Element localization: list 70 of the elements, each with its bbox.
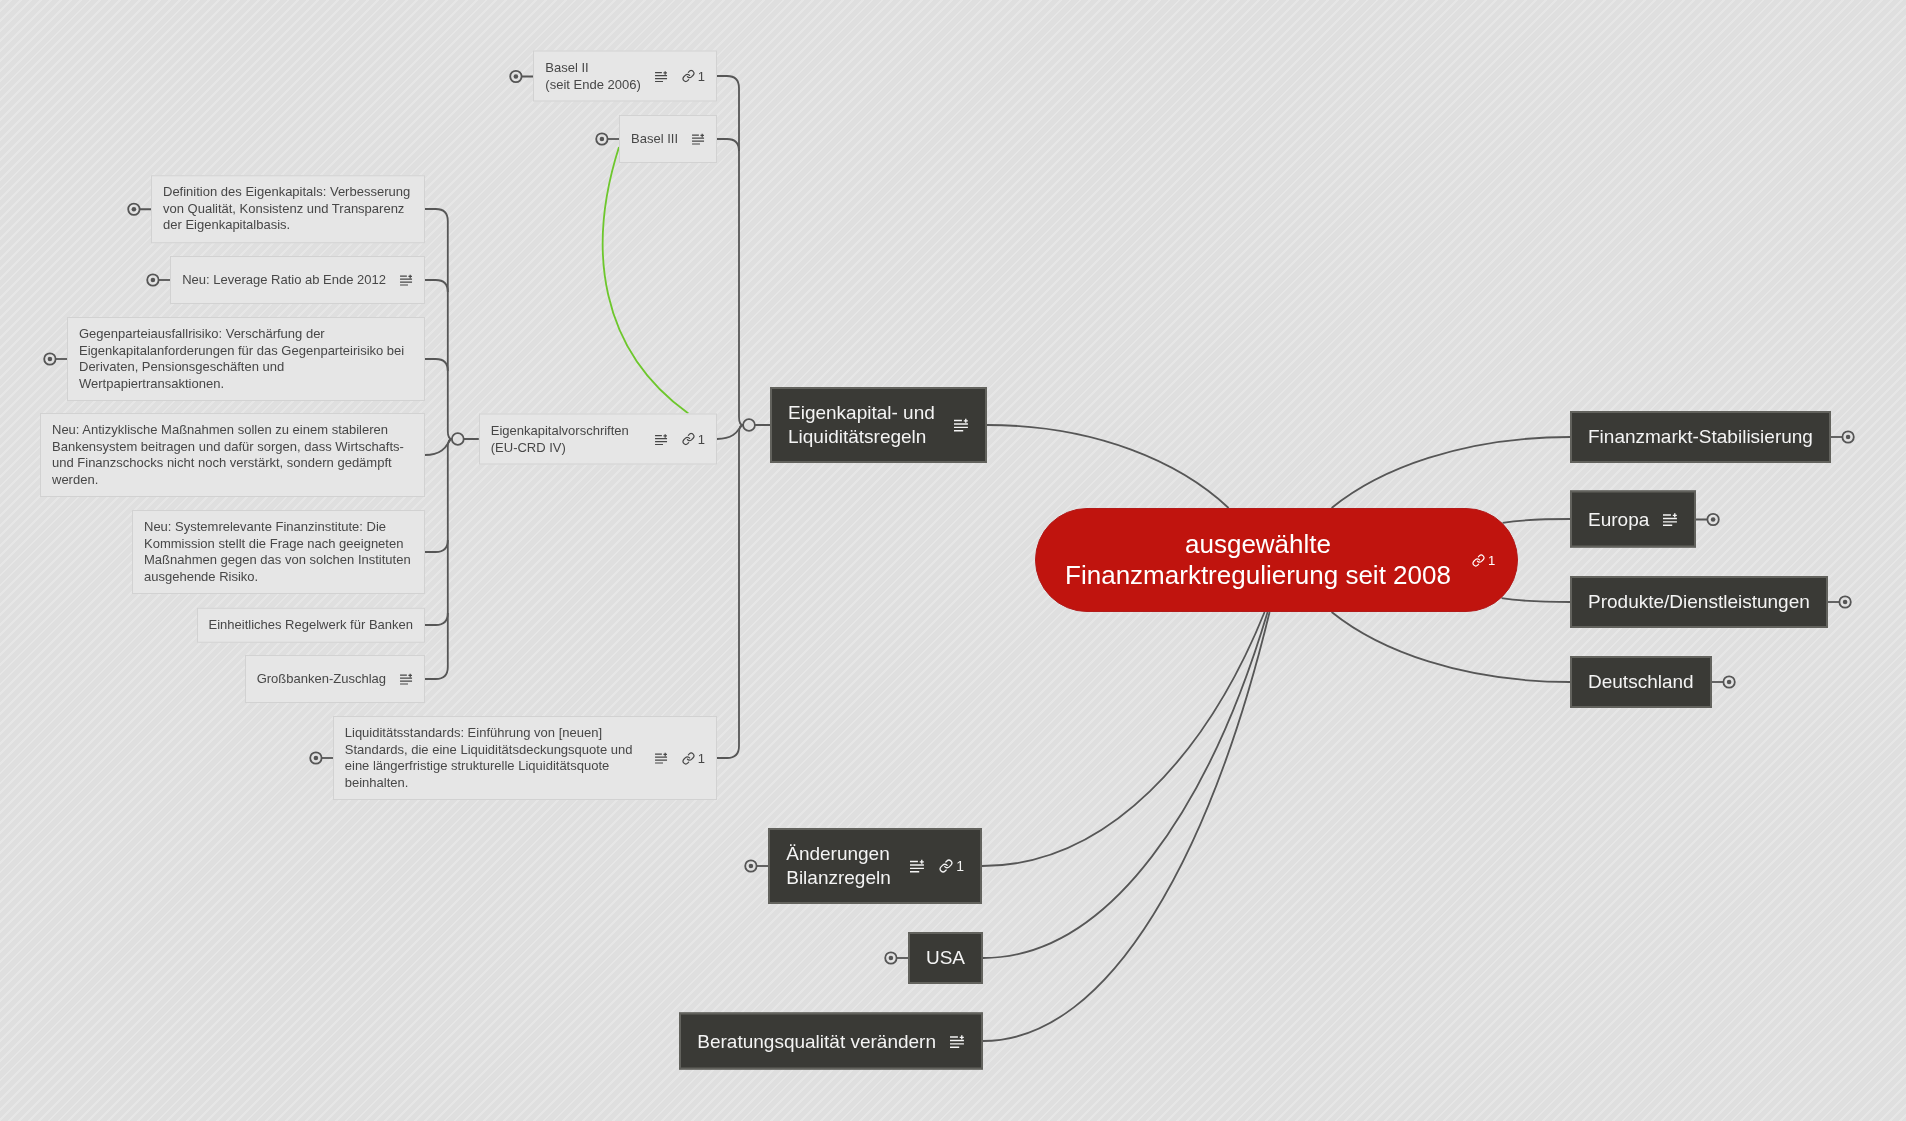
connector-line bbox=[1500, 597, 1571, 603]
connector-line bbox=[424, 279, 449, 293]
subtopic-box bbox=[478, 413, 717, 465]
subtopic-box bbox=[533, 50, 717, 102]
connector-line bbox=[451, 432, 480, 446]
topic-text: Basel III bbox=[631, 130, 678, 148]
topic-text: Deutschland bbox=[1588, 670, 1694, 694]
topic-text: USA bbox=[925, 946, 965, 970]
connector-line bbox=[982, 611, 1271, 1042]
topic-box bbox=[1570, 656, 1712, 708]
connector-line bbox=[982, 611, 1269, 959]
connector-line bbox=[716, 138, 740, 152]
link-count: 1 bbox=[697, 431, 705, 447]
link-count: 1 bbox=[697, 750, 705, 766]
link-count: 1 bbox=[956, 858, 964, 874]
connector-line bbox=[716, 424, 744, 759]
subtopic-box bbox=[151, 175, 425, 243]
connector-line bbox=[424, 208, 449, 222]
subtopic-box bbox=[67, 317, 425, 401]
connector-line bbox=[1330, 611, 1571, 683]
subtopic-box bbox=[244, 655, 425, 703]
topic-text: Basel II bbox=[545, 59, 590, 76]
topic-text: Großbanken-Zuschlag bbox=[256, 670, 386, 688]
topic-text: Eigenkapitalvorschriften (EU-CRD IV) bbox=[490, 422, 630, 456]
topic-text: Einheitliches Regelwerk für Banken bbox=[208, 616, 413, 634]
topic-text: Europa bbox=[1588, 507, 1650, 531]
central-topic bbox=[1035, 508, 1519, 612]
connector-line bbox=[424, 539, 449, 553]
topic-text: Gegenparteiausfallrisiko: Verschärfung der Eigenkapitalanforderungen für das Gegenparteirisiko bei Derivaten, Pensionsgeschäften und Wertpapiertransaktionen. bbox=[79, 326, 406, 392]
topic-box bbox=[1570, 490, 1697, 548]
connector-line bbox=[446, 220, 453, 440]
subtopic-box bbox=[332, 716, 717, 800]
link-count: 1 bbox=[697, 68, 705, 84]
connector-line bbox=[446, 438, 453, 668]
connector-line bbox=[738, 87, 744, 426]
topic-text: Eigenkapital- und Liquiditätsregeln bbox=[788, 401, 936, 449]
topic-text: Definition des Eigenkapitals: Verbesserung von Qualität, Konsistenz und Transparenz der Eigenkapitalbasis. bbox=[163, 184, 412, 234]
topic-text: Beratungsqualität verändern bbox=[697, 1029, 936, 1053]
topic-text: Neu: Systemrelevante Finanzinstitute: Die Kommission stellt die Frage nach geeigneten Maßnahmen gegen das von solchen Instituten ausgehende Risiko. bbox=[144, 519, 412, 585]
subtopic-box bbox=[196, 607, 425, 643]
topic-box bbox=[1570, 411, 1831, 463]
link-count: 1 bbox=[1488, 552, 1496, 568]
topic-text: Produkte/Dienstleistungen bbox=[1588, 590, 1810, 614]
topic-box bbox=[768, 828, 982, 904]
connector-line bbox=[1501, 518, 1571, 524]
connector-line bbox=[1330, 436, 1571, 509]
topic-text: (seit Ende 2006) bbox=[545, 76, 641, 93]
connector-line bbox=[981, 611, 1266, 867]
connector-line bbox=[986, 424, 1230, 509]
topic-box bbox=[679, 1012, 983, 1070]
subtopic-box bbox=[132, 510, 425, 594]
topic-box bbox=[907, 932, 983, 984]
subtopic-box bbox=[170, 256, 425, 304]
subtopic-box bbox=[619, 115, 717, 163]
topic-text: Änderungen Bilanzregeln bbox=[786, 842, 892, 890]
topic-box bbox=[1570, 576, 1828, 628]
connector-line bbox=[716, 75, 740, 89]
topic-text: Liquiditätsstandards: Einführung von [neuen] Standards, die eine Liquiditätsdeckungsquote und eine längerfristige strukturelle Liquiditätsquote beinhalten. bbox=[344, 725, 634, 791]
connector-line bbox=[601, 146, 690, 415]
connector-line bbox=[742, 418, 771, 432]
subtopic-box bbox=[40, 413, 425, 497]
connector-line bbox=[424, 612, 449, 626]
topic-text: ausgewählte Finanzmarktregulierung seit 2008 bbox=[1064, 529, 1452, 591]
topic-text: Finanzmarkt-Stabilisierung bbox=[1588, 425, 1813, 449]
topic-text: Neu: Antizyklische Maßnahmen sollen zu einem stabileren Bankensystem beitragen und dafür sorgen, dass Wirtschafts- und Finanzschocks nicht noch verstärkt, sondern gedämpft werden. bbox=[52, 422, 405, 488]
connector-line bbox=[424, 358, 449, 372]
connector-line bbox=[424, 438, 453, 456]
connector-line bbox=[424, 666, 449, 680]
topic-text: Neu: Leverage Ratio ab Ende 2012 bbox=[182, 271, 386, 289]
topic-box bbox=[770, 387, 987, 463]
